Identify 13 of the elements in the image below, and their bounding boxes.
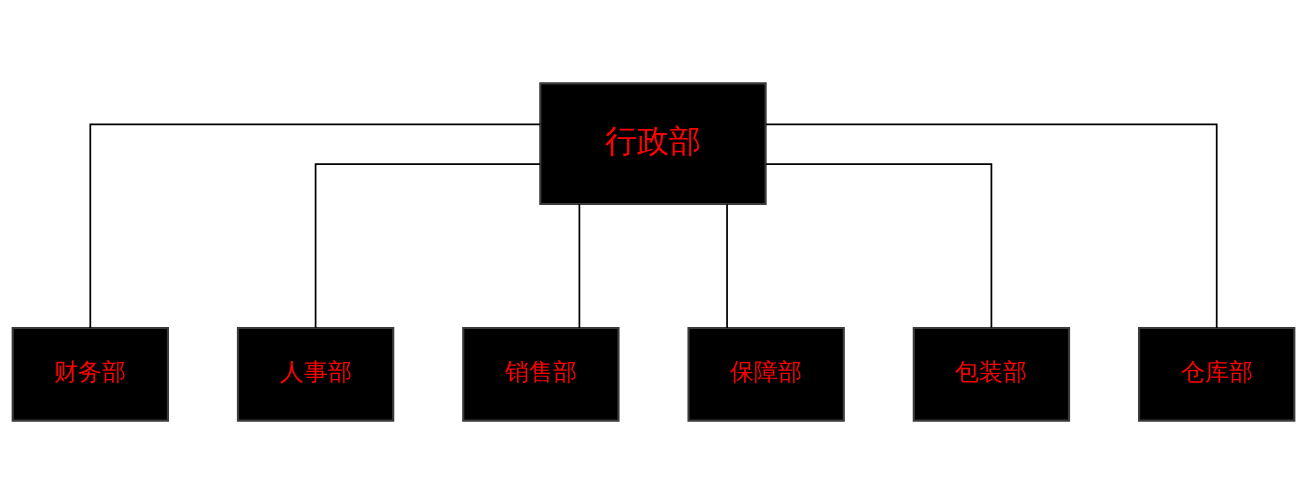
node-box: 销售部 <box>462 326 620 422</box>
node-box: 行政部 <box>539 81 767 205</box>
node-box: 包装部 <box>912 326 1071 422</box>
connector <box>726 202 728 329</box>
connector <box>764 122 1218 329</box>
node-box: 仓库部 <box>1138 326 1296 422</box>
connector <box>314 162 541 329</box>
connector <box>89 122 541 329</box>
node-box: 财务部 <box>11 326 169 422</box>
node-box: 保障部 <box>687 326 845 422</box>
connector <box>764 162 993 329</box>
node-box: 人事部 <box>236 326 395 422</box>
connector <box>578 202 581 329</box>
